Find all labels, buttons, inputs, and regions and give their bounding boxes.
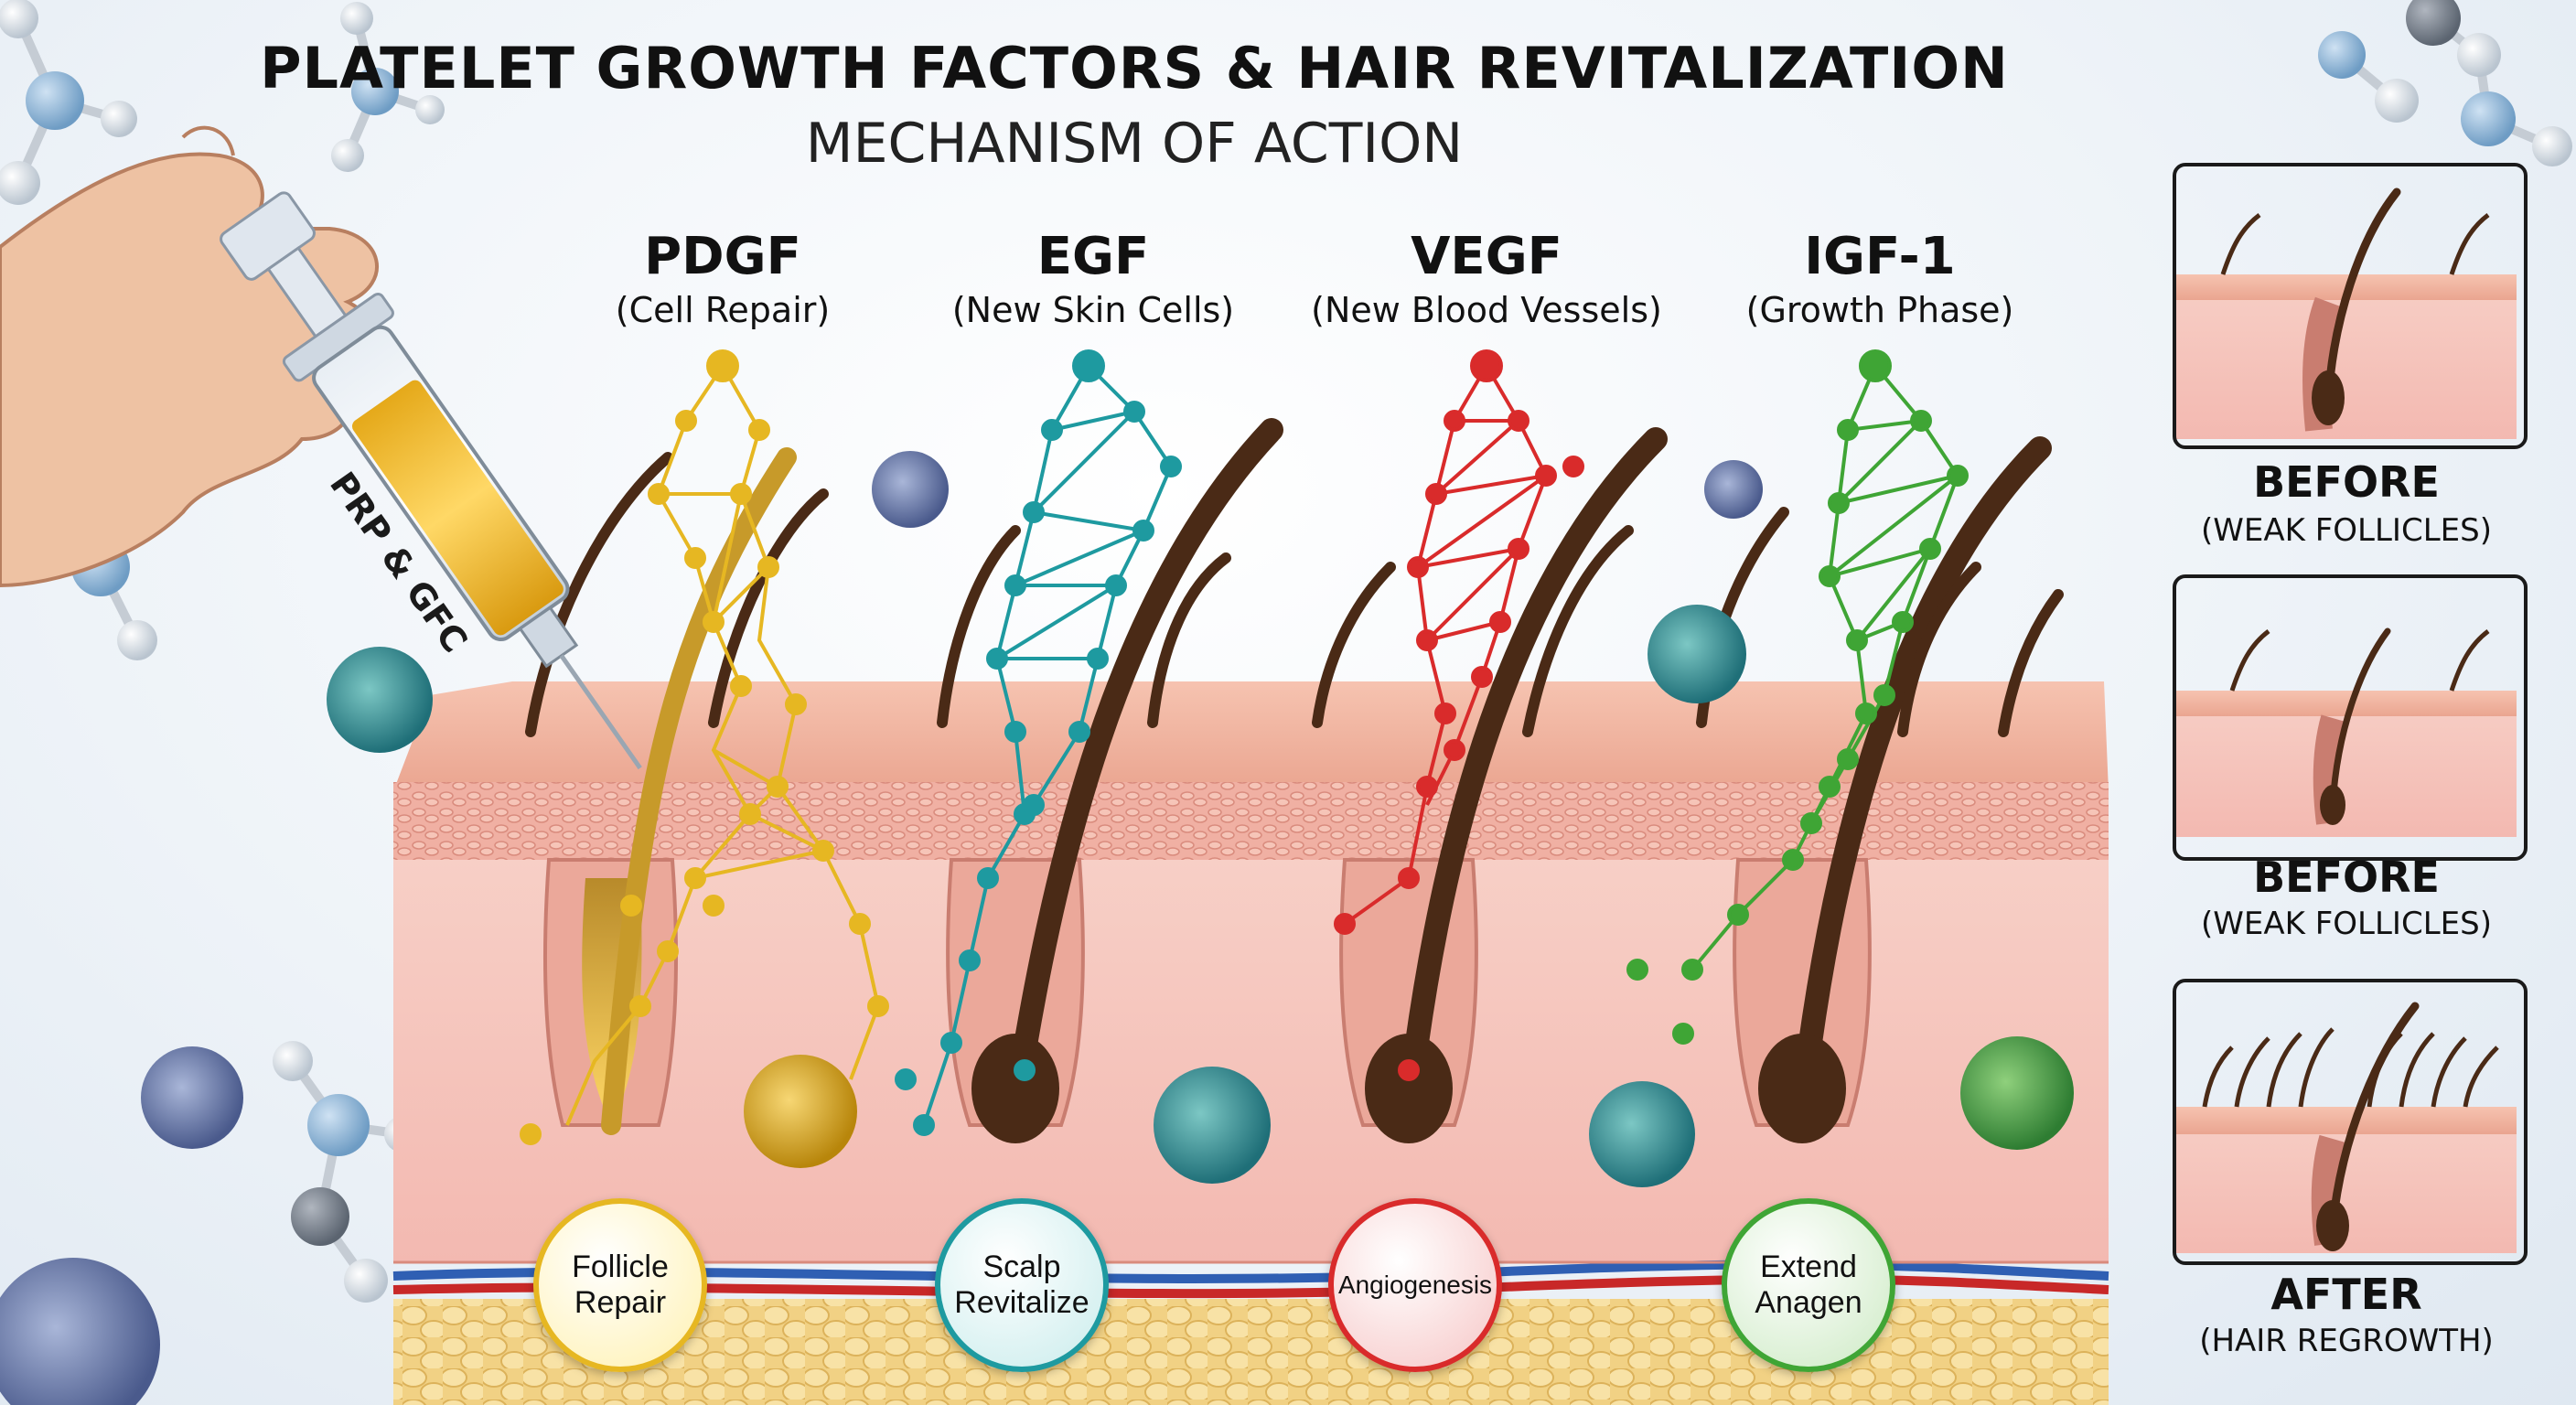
bubble-angiogenesis: Angiogenesis [1328, 1198, 1502, 1372]
factor-desc: (Growth Phase) [1745, 290, 2014, 330]
virus-blue-vegf [1704, 460, 1763, 519]
follicle-2 [946, 418, 1283, 1143]
pdgf-network [520, 349, 889, 1145]
virus-blue-top [872, 451, 949, 528]
vegf-network [1334, 349, 1584, 1081]
factor-name: PDGF [644, 227, 801, 286]
bubble-line: Repair [574, 1285, 667, 1320]
panel-illustration-1 [2176, 188, 2517, 439]
factor-name: IGF-1 [1804, 227, 1956, 286]
follicle-1 [542, 447, 797, 1135]
panel-illustration-3 [2176, 1002, 2517, 1253]
panel-title: AFTER [2270, 1270, 2422, 1319]
virus-teal-vegf [1648, 605, 1746, 703]
syringe [220, 191, 642, 770]
follicle-3 [1339, 427, 1668, 1143]
bubble-line: Follicle [572, 1249, 669, 1284]
bubble-line: Revitalize [954, 1285, 1089, 1320]
panel-illustration-2 [2176, 627, 2517, 837]
factor-desc: (Cell Repair) [615, 290, 831, 330]
panel-title: BEFORE [2253, 457, 2440, 507]
bubble-line: Scalp [982, 1249, 1061, 1284]
igf-network [1626, 349, 1969, 1045]
virus-blue-mid [141, 1046, 243, 1149]
panel-before-2 [2173, 574, 2528, 861]
egf-network [895, 349, 1182, 1136]
factor-name: EGF [1036, 227, 1150, 286]
panel-after [2173, 979, 2528, 1265]
virus-teal-egf [1154, 1067, 1271, 1184]
factor-igf1: IGF-1 (Growth Phase) [1642, 227, 2118, 330]
panel-subtitle: (HAIR REGROWTH) [2199, 1323, 2494, 1359]
virus-gold [744, 1055, 857, 1168]
virus-teal-left [327, 647, 433, 753]
factor-desc: (New Skin Cells) [951, 290, 1235, 330]
virus-teal-low [1589, 1081, 1695, 1187]
virus-bottom-left [0, 1258, 160, 1405]
virus-green [1960, 1036, 2074, 1150]
factor-egf: EGF (New Skin Cells) [855, 227, 1331, 330]
panel-subtitle: (WEAK FOLLICLES) [2201, 512, 2492, 549]
factor-desc: (New Blood Vessels) [1311, 290, 1662, 330]
bubble-line: Extend [1760, 1249, 1857, 1284]
factor-vegf: VEGF (New Blood Vessels) [1249, 227, 1724, 330]
bubble-line: Angiogenesis [1337, 1270, 1493, 1299]
surface-hairs [525, 452, 2064, 737]
bubble-line: Anagen [1755, 1285, 1862, 1320]
factor-pdgf: PDGF (Cell Repair) [485, 227, 961, 330]
factor-name: VEGF [1411, 227, 1562, 286]
follicle-4 [1733, 436, 2052, 1143]
page-title: PLATELET GROWTH FACTORS & HAIR REVITALIZ… [260, 35, 2009, 102]
panel-before-1 [2173, 163, 2528, 449]
panel-title: BEFORE [2253, 853, 2440, 902]
page-subtitle: MECHANISM OF ACTION [805, 112, 1464, 176]
panel-subtitle: (WEAK FOLLICLES) [2201, 906, 2492, 942]
